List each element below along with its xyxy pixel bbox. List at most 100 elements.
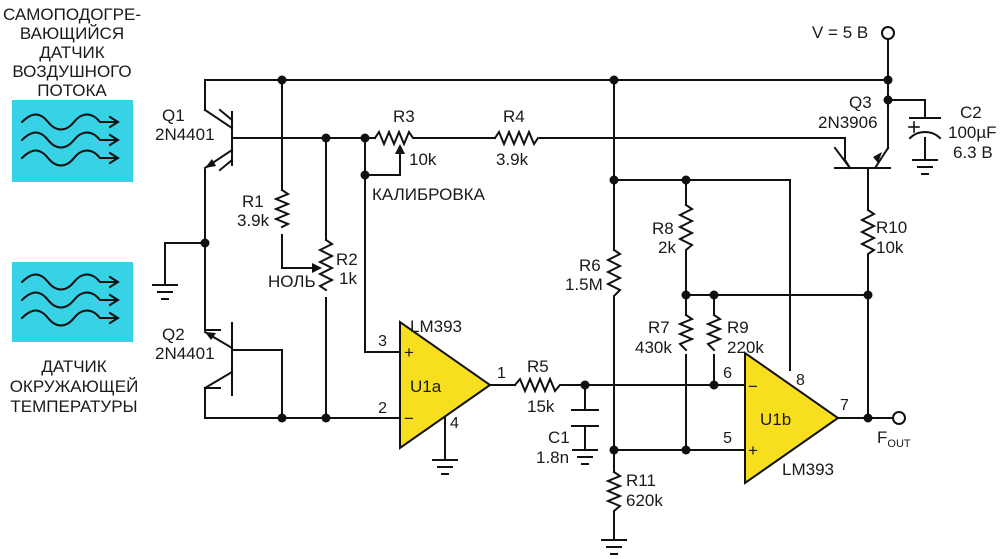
c2-value: 100µF	[948, 123, 997, 142]
r7-ref: R7	[648, 318, 670, 337]
zero-label: НОЛЬ	[268, 272, 316, 291]
airflow-wave-icon	[20, 273, 120, 327]
ground-icon	[432, 459, 458, 475]
q2-emitter-arrow	[205, 332, 216, 340]
c1-ref: C1	[548, 428, 570, 447]
r11-zigzag	[605, 470, 623, 516]
caption-line: ОКРУЖАЮЩЕЙ	[10, 377, 139, 396]
u1b-part: LM393	[782, 460, 834, 479]
output-terminal	[892, 411, 906, 425]
r3-value: 10k	[409, 150, 437, 169]
caption-line: ДАТЧИК	[39, 43, 104, 62]
r10-ref: R10	[876, 218, 907, 237]
caption-line: ПОТОКА	[37, 81, 107, 100]
u1b-pin-out: 7	[840, 397, 849, 414]
ground-icon	[572, 449, 598, 465]
r1-value: 3.9k	[237, 211, 270, 230]
u1b-name: U1b	[760, 410, 791, 429]
r9-ref: R9	[727, 318, 749, 337]
u1a-pin-plus: 3	[378, 333, 387, 350]
c1-capacitor	[571, 409, 599, 427]
caption-line: ВОЗДУШНОГО	[12, 62, 131, 81]
u1a-comparator: U1a + − 3 2 1 4 LM393	[378, 317, 506, 450]
c2-capacitor	[908, 117, 942, 140]
caption-line: ДАТЧИК	[41, 357, 106, 376]
c2-ref: C2	[960, 103, 982, 122]
u1a-name: U1a	[410, 377, 442, 396]
resistor-shapes	[273, 129, 877, 516]
r6-value: 1.5M	[565, 275, 603, 294]
r2-ref: R2	[336, 250, 358, 269]
r8-value: 2k	[658, 238, 676, 257]
r4-zigzag	[493, 129, 540, 147]
caption-line: САМОПОДОГРЕ-	[3, 5, 141, 24]
caption-line: ТЕМПЕРАТУРЫ	[10, 397, 137, 416]
calibration-label: КАЛИБРОВКА	[372, 185, 486, 204]
r6-ref: R6	[579, 256, 601, 275]
q3-emitter-arrow	[873, 152, 882, 163]
ground-symbols	[152, 159, 938, 555]
r7-value: 430k	[635, 338, 672, 357]
r3-zigzag	[373, 129, 431, 147]
u1b-pin-plus: 5	[723, 430, 732, 447]
q1-part: 2N4401	[155, 125, 215, 144]
u1b-pin-vcc: 8	[796, 372, 805, 389]
ground-icon	[912, 159, 938, 175]
r11-ref: R11	[626, 471, 656, 490]
u1a-part: LM393	[410, 317, 462, 336]
r9-value: 220k	[727, 338, 764, 357]
q1-emitter-arrow	[205, 159, 216, 168]
r8-ref: R8	[652, 219, 674, 238]
supply-label: V = 5 B	[812, 23, 868, 42]
q1-ref: Q1	[162, 106, 185, 125]
r7-zigzag	[677, 313, 695, 352]
airflow-wave-icon	[20, 113, 120, 167]
r11-value: 620k	[626, 491, 663, 510]
r8-zigzag	[677, 203, 695, 263]
r9-zigzag	[705, 313, 723, 352]
minus-sign: −	[748, 377, 758, 396]
transistor-arrows	[205, 152, 882, 340]
u1a-pin-minus: 2	[378, 400, 387, 417]
output-label: FOUT	[877, 428, 911, 450]
r1-zigzag	[273, 188, 291, 229]
r5-value: 15k	[527, 397, 555, 416]
r2-wiper-arrow	[312, 263, 322, 273]
q3-part: 2N3906	[818, 113, 878, 132]
q2-ref: Q2	[162, 325, 185, 344]
heated-airflow-sensor	[12, 100, 133, 182]
ambient-temperature-sensor	[12, 262, 133, 342]
r3-wiper-arrow	[395, 144, 405, 154]
r5-zigzag	[513, 376, 566, 394]
r4-ref: R4	[503, 107, 525, 126]
u1a-triangle	[399, 320, 492, 450]
u1b-comparator: U1b − + 6 5 7 8 LM393	[723, 351, 849, 485]
caption-line: ВАЮЩИЙСЯ	[20, 24, 124, 43]
r1-ref: R1	[242, 192, 264, 211]
q3-ref: Q3	[849, 93, 872, 112]
u1b-pin-minus: 6	[723, 365, 732, 382]
u1a-pin-out: 1	[497, 365, 506, 382]
plus-sign: +	[404, 343, 414, 362]
r2-zigzag	[317, 238, 335, 292]
c2-voltage: 6.3 B	[953, 143, 993, 162]
ground-icon	[601, 539, 627, 555]
r10-value: 10k	[876, 238, 904, 257]
ambient-sensor-caption: ДАТЧИК ОКРУЖАЮЩЕЙ ТЕМПЕРАТУРЫ	[10, 357, 139, 416]
r3-ref: R3	[393, 107, 415, 126]
q2-part: 2N4401	[155, 344, 215, 363]
heated-sensor-caption: САМОПОДОГРЕ- ВАЮЩИЙСЯ ДАТЧИК ВОЗДУШНОГО …	[3, 5, 141, 100]
r5-ref: R5	[527, 357, 549, 376]
u1a-pin-gnd: 4	[450, 415, 459, 432]
r2-value: 1k	[339, 269, 357, 288]
u1b-triangle	[744, 351, 840, 485]
junction-dots	[200, 75, 893, 455]
c1-value: 1.8n	[536, 448, 569, 467]
wires	[164, 39, 926, 541]
plus-sign: +	[748, 441, 758, 460]
component-labels: V = 5 B FOUT Q1 2N4401 Q2 2N4401 Q3 2N39…	[155, 23, 997, 510]
r10-zigzag	[859, 208, 877, 261]
transistor-bases	[231, 111, 883, 396]
minus-sign: −	[404, 409, 414, 428]
